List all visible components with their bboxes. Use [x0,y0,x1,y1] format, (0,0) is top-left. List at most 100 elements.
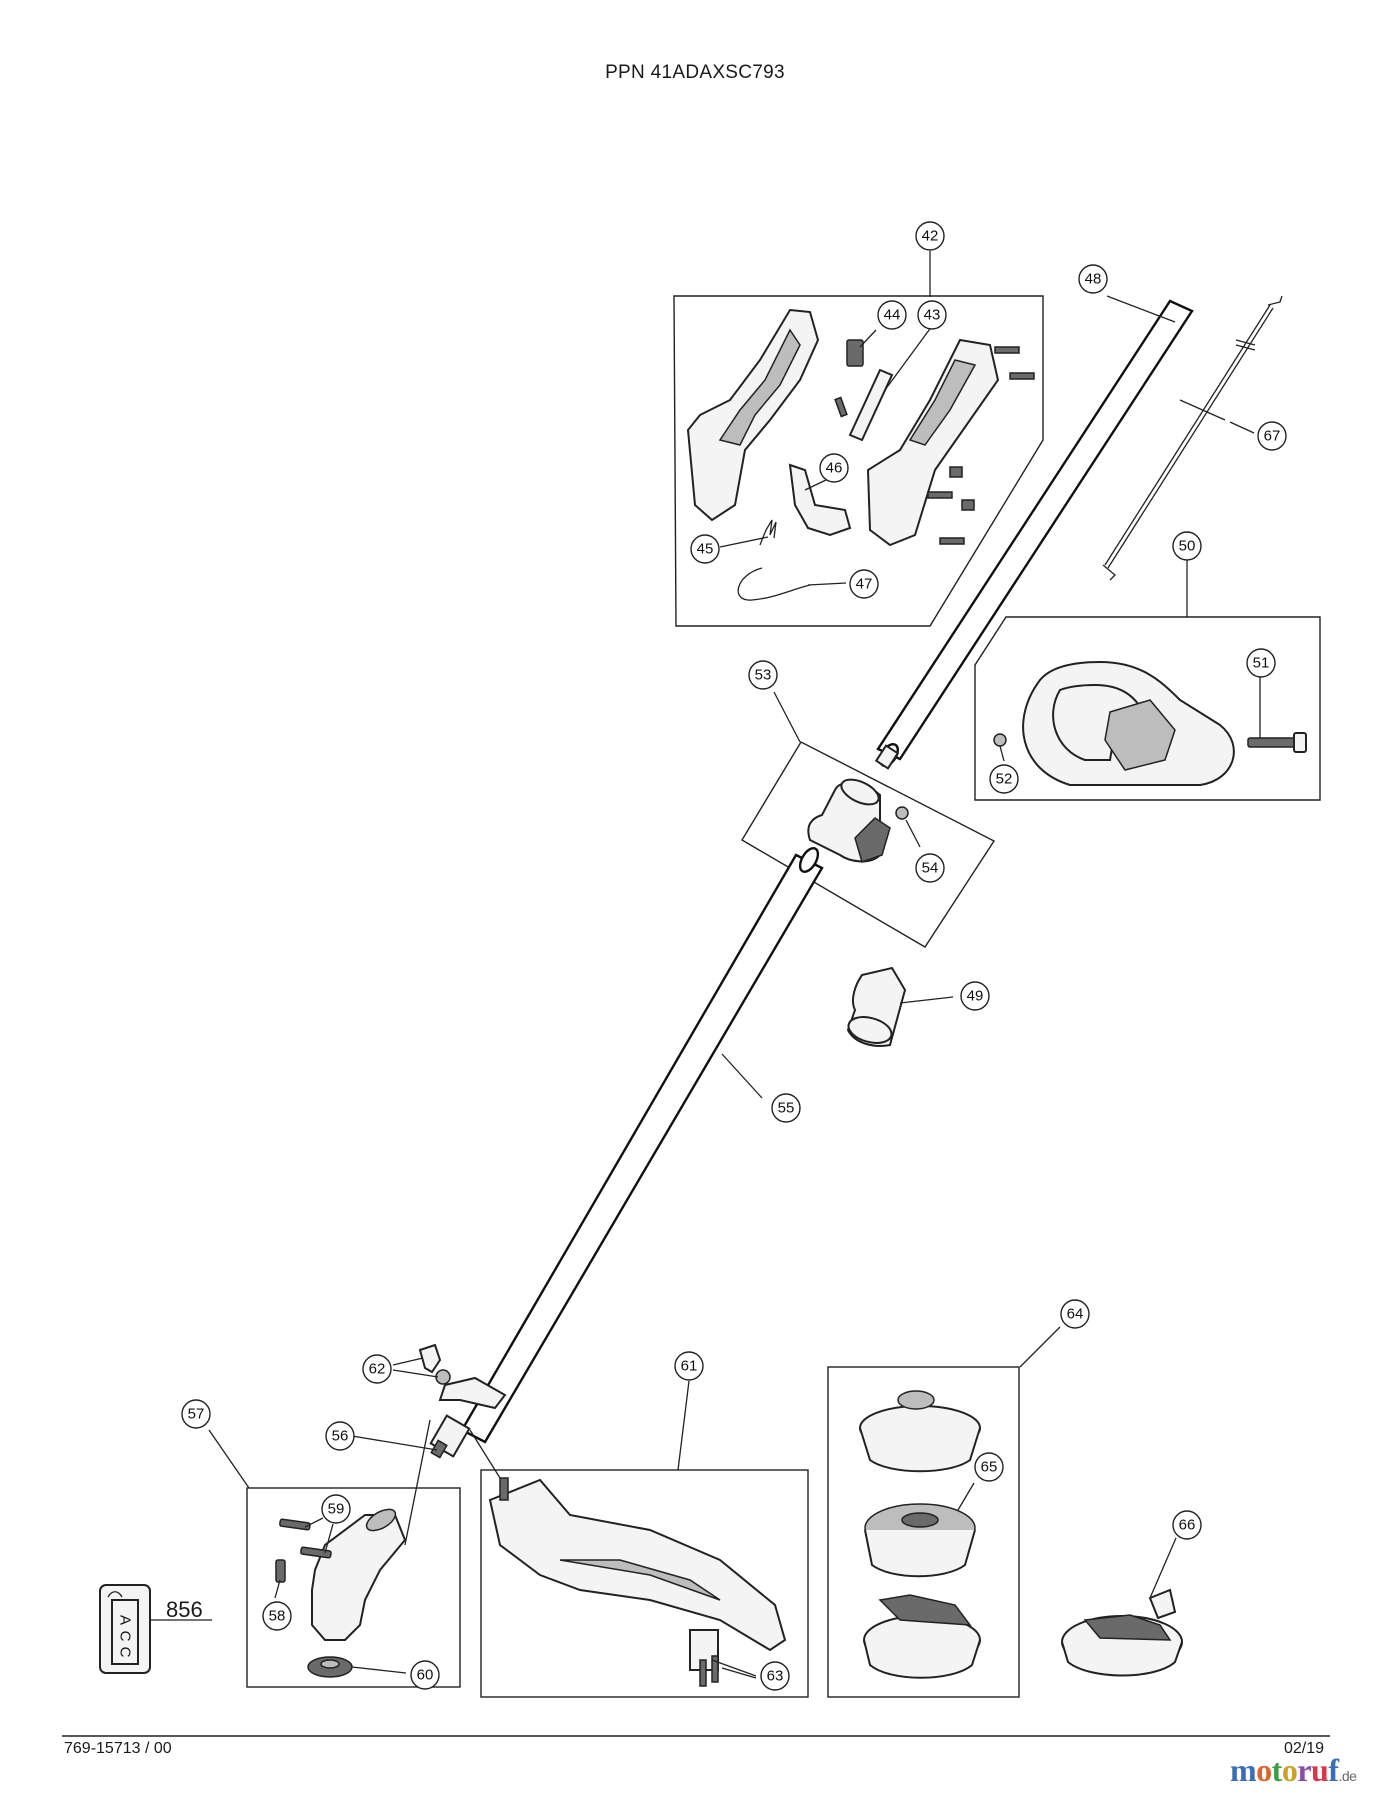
callout-55: 55 [771,1093,801,1123]
spool-part-65 [864,1503,976,1578]
leader-lines [208,251,1261,1679]
brand-letter: f [1328,1752,1339,1788]
handle-housing-left-inner [718,328,801,446]
svg-text:63: 63 [767,1668,784,1685]
switch-part-44 [846,339,864,367]
svg-text:67: 67 [1264,428,1281,445]
callout-61: 61 [674,1351,704,1381]
brand-letter: m [1230,1752,1257,1788]
callout-67: 67 [1257,421,1287,451]
accessory-letter-c1: C [117,1631,134,1642]
callout-64: 64 [1060,1299,1090,1329]
group-box-50 [974,616,1321,801]
group-box-57 [246,1487,461,1688]
svg-text:59: 59 [328,1501,345,1518]
callout-60: 60 [410,1660,440,1690]
screw-part-59a [279,1518,311,1531]
coupler-knob [854,817,891,863]
shaft-clamp [438,1376,507,1410]
accessory-letter-a: A [117,1615,134,1625]
callout-57: 57 [181,1399,211,1429]
svg-text:50: 50 [1179,538,1196,555]
callout-59: 59 [321,1494,351,1524]
callout-56: 56 [325,1421,355,1451]
group-box-61 [480,1469,809,1698]
screw-part-59b [300,1546,332,1559]
svg-text:46: 46 [826,460,843,477]
washer-62 [435,1369,451,1385]
svg-text:48: 48 [1085,271,1102,288]
callout-58: 58 [262,1601,292,1631]
housing-screws [927,346,1035,545]
brand-letter: r [1297,1752,1312,1788]
brand-letter: t [1271,1752,1283,1788]
group-box-64 [827,1366,1020,1698]
callout-45: 45 [690,534,720,564]
svg-text:65: 65 [981,1459,998,1476]
svg-text:44: 44 [884,307,901,324]
svg-text:52: 52 [996,771,1013,788]
svg-text:51: 51 [1253,655,1270,672]
callout-46: 46 [819,453,849,483]
upper-shaft-48-coupler [874,744,900,770]
d-handle-50-clamp [1104,699,1176,771]
nut-part-52 [993,733,1007,747]
spring-part-45 [759,519,777,546]
group-box-42 [673,295,1044,627]
svg-text:60: 60 [417,1667,434,1684]
callout-44: 44 [877,300,907,330]
brand-letter: u [1311,1752,1329,1788]
svg-text:64: 64 [1067,1306,1084,1323]
accessory-tag: A C C [99,1584,212,1674]
brand-logo: motoruf.de [1230,1752,1357,1789]
callout-65: 65 [974,1452,1004,1482]
svg-text:49: 49 [967,988,984,1005]
doc-date: 02/19 [1284,1740,1325,1757]
accessory-number: 856 [166,1597,203,1622]
callout-54: 54 [915,853,945,883]
screw-part-63a [699,1659,707,1687]
upper-shaft-48 [876,299,1194,761]
callout-43: 43 [917,300,947,330]
screw-part-58 [275,1559,286,1583]
spool-cover-64 [859,1390,981,1473]
handle-housing-right-grip [908,359,977,446]
svg-text:43: 43 [924,307,941,324]
clip-part-47 [737,567,811,601]
svg-text:62: 62 [369,1361,386,1378]
group-box-53 [741,741,996,948]
trigger-part-46 [788,463,852,537]
svg-text:55: 55 [778,1100,795,1117]
svg-text:56: 56 [332,1428,349,1445]
svg-text:58: 58 [269,1608,286,1625]
wing-bolt-62 [418,1343,442,1374]
svg-text:47: 47 [856,576,873,593]
spool-housing [863,1594,981,1679]
callout-63: 63 [760,1661,790,1691]
brand-letter: o [1281,1752,1298,1788]
gearhead-housing [311,1514,407,1641]
callout-49: 49 [960,981,990,1011]
callout-62: 62 [362,1354,392,1384]
callout-66: 66 [1172,1510,1202,1540]
svg-text:57: 57 [188,1406,205,1423]
brand-letter: o [1256,1752,1272,1788]
callout-47: 47 [849,569,879,599]
callout-51: 51 [1246,648,1276,678]
bolt-part-51 [1247,737,1301,748]
throttle-cable-67 [1104,304,1271,566]
callout-52: 52 [989,764,1019,794]
screw-part-63b [711,1655,719,1683]
accessory-letter-c2: C [117,1647,134,1658]
callout-53: 53 [748,660,778,690]
callout-50: 50 [1172,531,1202,561]
svg-text:61: 61 [681,1358,698,1375]
handle-housing-right [866,338,1000,547]
doc-number: 769-15713 / 00 [64,1740,172,1757]
svg-text:66: 66 [1179,1517,1196,1534]
screw-part-54 [895,806,909,820]
lower-shaft-55 [460,853,824,1444]
callout-42: 42 [915,221,945,251]
svg-text:42: 42 [922,228,939,245]
